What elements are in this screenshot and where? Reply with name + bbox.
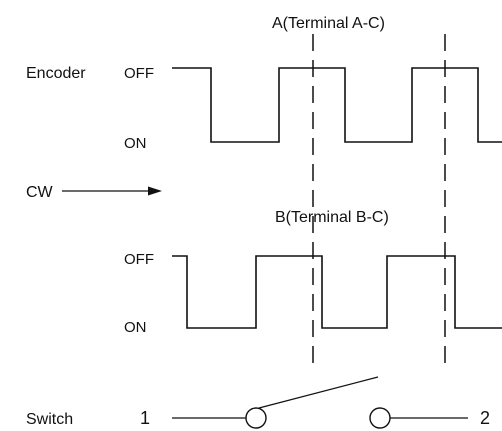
encoder-label: Encoder [26, 65, 86, 82]
channel-b-on-label: ON [124, 319, 147, 336]
channel-a-on-label: ON [124, 135, 147, 152]
channel-b-off-label: OFF [124, 251, 154, 268]
switch-terminal-2-label: 2 [480, 408, 490, 428]
channel-b-waveform [172, 255, 502, 329]
cw-label: CW [26, 184, 54, 201]
channel-a-waveform [172, 67, 502, 143]
cw-arrow-icon [62, 186, 162, 196]
switch-contact-right-icon [369, 407, 391, 429]
channel-b-title: B(Terminal B-C) [275, 209, 389, 226]
channel-a-title: A(Terminal A-C) [272, 15, 385, 32]
switch-label: Switch [26, 411, 73, 428]
switch-contact-left-icon [245, 407, 267, 429]
channel-a-off-label: OFF [124, 65, 154, 82]
switch-lever [258, 376, 379, 409]
switch-terminal-1-label: 1 [140, 408, 150, 428]
